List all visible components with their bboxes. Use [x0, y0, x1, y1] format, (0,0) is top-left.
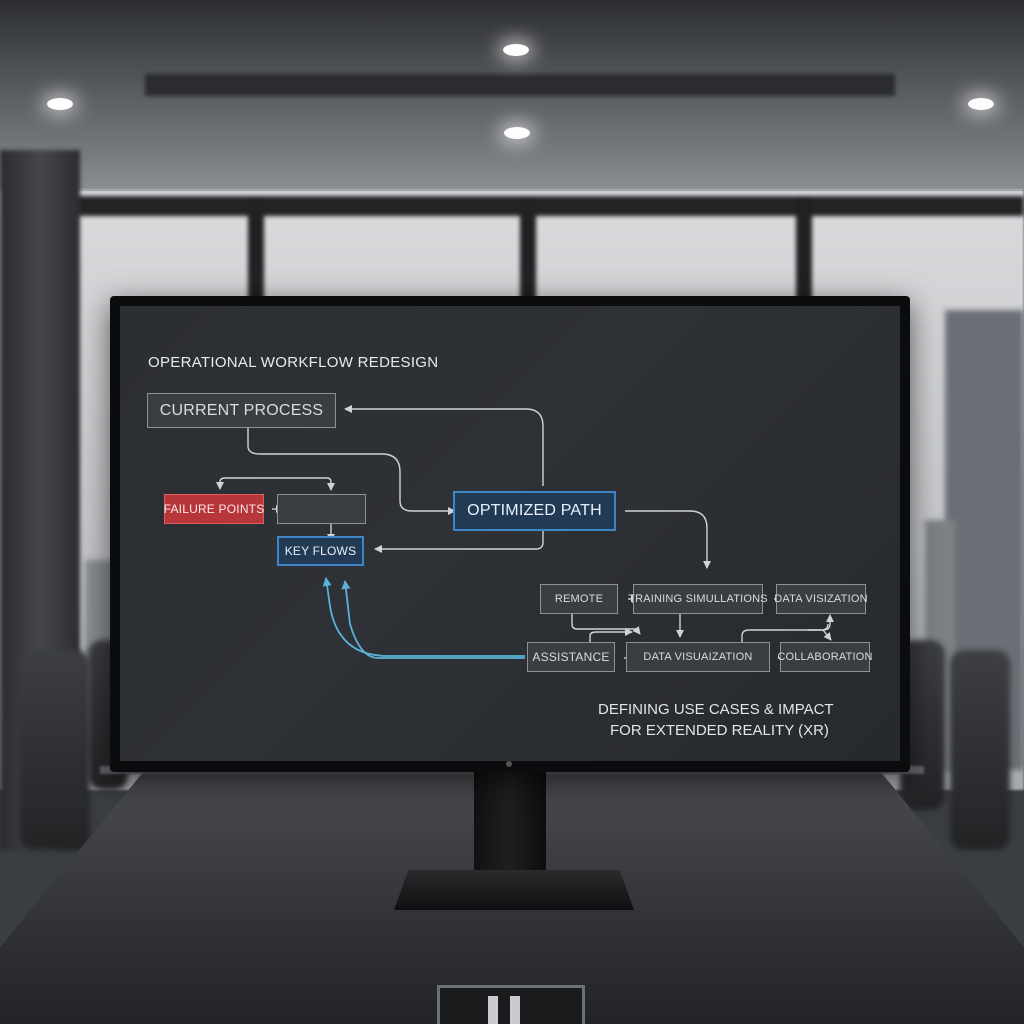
arrow-optimized-to-current: [345, 409, 543, 486]
node-remote: REMOTE: [540, 584, 618, 614]
cable-port: [437, 985, 585, 1024]
node-current-process: CURRENT PROCESS: [147, 393, 336, 428]
monitor: OPERATIONAL WORKFLOW REDESIGN CURRENT PR…: [110, 296, 910, 772]
arrow-to-collab-down: [823, 630, 831, 640]
workflow-title: OPERATIONAL WORKFLOW REDESIGN: [148, 354, 438, 371]
arrow-split-left: [220, 478, 275, 489]
ceiling-light: [503, 44, 529, 56]
node-optimized-path: OPTIMIZED PATH: [453, 491, 616, 531]
node-collaboration: COLLABORATION: [780, 642, 870, 672]
caption-line-2: FOR EXTENDED REALITY (XR): [610, 722, 829, 739]
monitor-screen: OPERATIONAL WORKFLOW REDESIGN CURRENT PR…: [120, 306, 900, 761]
node-data-visualization-bottom: DATA VISUAIZATION: [626, 642, 770, 672]
arrow-remote-down: [572, 614, 640, 634]
arrow-dataviz-collab-up: [808, 624, 828, 630]
ceiling-beam: [145, 74, 895, 96]
arrow-assistance-to-keyflows-b: [345, 581, 525, 658]
monitor-stand-base: [394, 870, 634, 910]
node-failure-points: FAILURE POINTS: [164, 494, 264, 524]
node-blank-box: [277, 494, 366, 524]
chair: [20, 650, 90, 850]
ceiling-light: [968, 98, 994, 110]
node-training-simulations: TRAINING SIMULLATIONS: [633, 584, 763, 614]
monitor-stand-neck: [474, 772, 546, 884]
chair: [950, 650, 1010, 850]
arrow-collab-loop: [742, 615, 830, 642]
node-key-flows: KEY FLOWS: [277, 536, 364, 566]
ceiling-light: [504, 127, 530, 139]
arrow-optimized-to-usecases: [625, 511, 707, 568]
ceiling-light: [47, 98, 73, 110]
node-assistance: ASSISTANCE: [527, 642, 615, 672]
monitor-camera-dot: [506, 761, 512, 767]
window-frame: [70, 196, 1024, 216]
arrow-optimized-to-keyflows: [375, 530, 543, 549]
node-data-visualization-top: DATA VISIZATION: [776, 584, 866, 614]
arrow-assist-up: [590, 632, 632, 642]
arrow-split-right: [275, 478, 331, 490]
caption-line-1: DEFINING USE CASES & IMPACT: [598, 701, 834, 718]
flow-arrows: [120, 306, 900, 761]
arrow-assistance-to-keyflows-a: [326, 578, 525, 656]
